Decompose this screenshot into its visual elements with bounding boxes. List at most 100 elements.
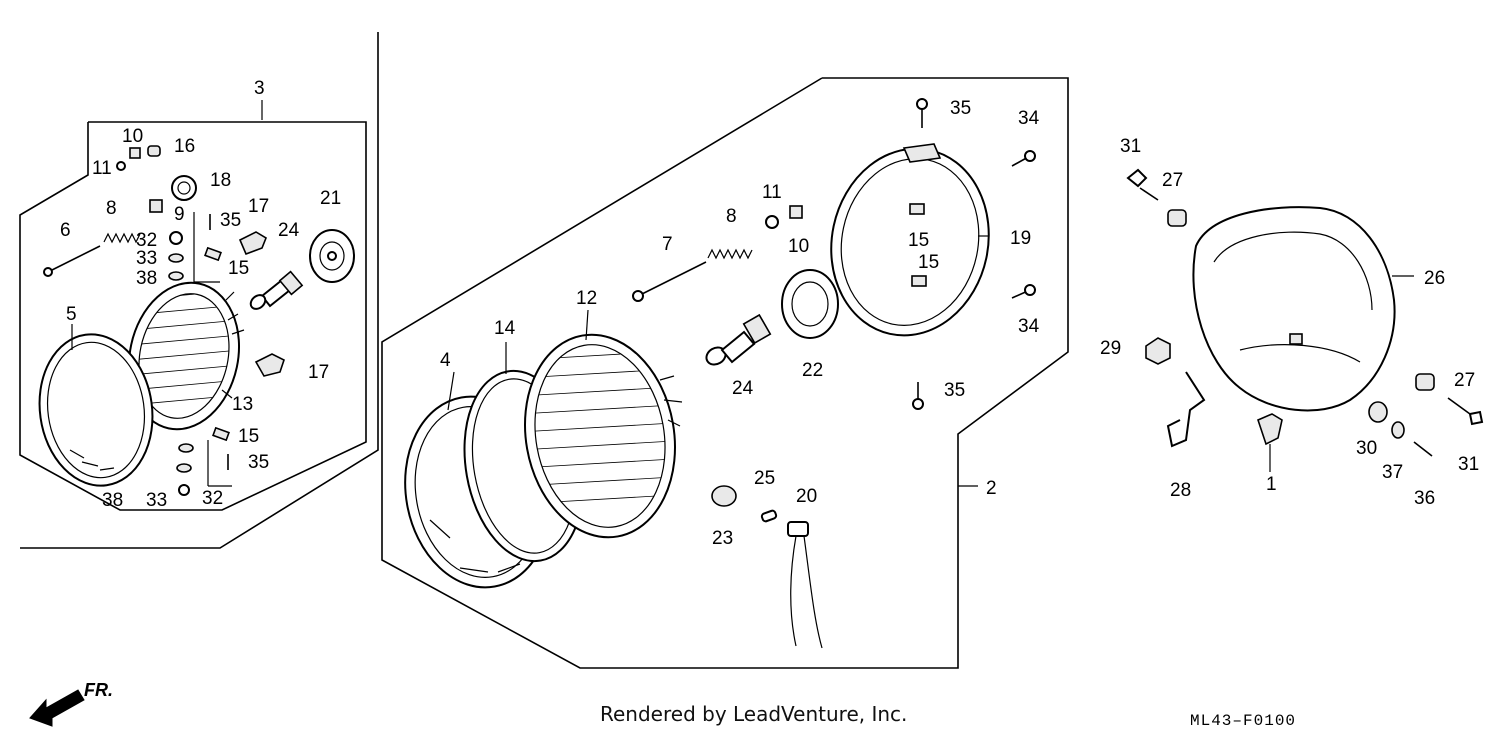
callout-17: 17 bbox=[248, 196, 269, 217]
collar-16 bbox=[147, 145, 161, 157]
callout-15b: 15 bbox=[238, 426, 259, 447]
callout-34: 34 bbox=[1018, 108, 1040, 129]
callout-3: 3 bbox=[254, 78, 265, 99]
screw-36 bbox=[1413, 441, 1433, 457]
washer-11-center bbox=[765, 215, 779, 229]
callout-11b: 11 bbox=[762, 182, 782, 203]
callout-35: 35 bbox=[220, 210, 241, 231]
callout-10: 10 bbox=[122, 126, 143, 147]
right-case-group bbox=[1126, 168, 1484, 457]
callout-16: 16 bbox=[174, 136, 195, 157]
headlight-unit-12 bbox=[520, 333, 683, 539]
callout-24b: 24 bbox=[732, 378, 754, 399]
callout-23: 23 bbox=[712, 528, 733, 549]
nut-9 bbox=[149, 199, 163, 213]
callout-6: 6 bbox=[60, 220, 71, 241]
bracket-17-upper bbox=[238, 231, 267, 256]
screw-32-left bbox=[169, 231, 183, 245]
front-direction-arrow-icon: FR. bbox=[29, 680, 113, 727]
callout-38: 38 bbox=[136, 268, 157, 289]
callout-25: 25 bbox=[754, 468, 775, 489]
callout-8: 8 bbox=[106, 198, 117, 219]
clip-15-left-lower bbox=[212, 426, 230, 442]
spring-8-left bbox=[103, 232, 141, 244]
callout-19: 19 bbox=[1010, 228, 1031, 249]
callout-27: 27 bbox=[1162, 170, 1183, 191]
collar-30 bbox=[1368, 401, 1388, 423]
callout-31: 31 bbox=[1120, 136, 1141, 157]
callout-2: 2 bbox=[986, 478, 997, 499]
callout-27b: 27 bbox=[1454, 370, 1475, 391]
callout-14: 14 bbox=[494, 318, 516, 339]
callout-17b: 17 bbox=[308, 362, 329, 383]
callout-7: 7 bbox=[662, 234, 673, 255]
socket-18 bbox=[171, 175, 197, 201]
bulb-24-center bbox=[705, 313, 772, 366]
callout-35b: 35 bbox=[248, 452, 269, 473]
callout-1: 1 bbox=[1266, 474, 1277, 495]
callout-4: 4 bbox=[440, 350, 451, 371]
clip-1 bbox=[1257, 413, 1283, 446]
rim-left bbox=[38, 333, 154, 487]
washer-38-left-lower bbox=[178, 443, 194, 453]
center-assembly-group bbox=[381, 77, 1069, 669]
callout-13: 13 bbox=[232, 394, 253, 415]
cover-21 bbox=[309, 229, 355, 283]
callout-12: 12 bbox=[576, 288, 597, 309]
washer-33-left-lower bbox=[176, 463, 192, 473]
headlight-case-26 bbox=[1192, 206, 1396, 412]
callout-32: 32 bbox=[136, 230, 157, 251]
render-credit: Rendered by LeadVenture, Inc. bbox=[600, 702, 908, 726]
bolt-31-lower bbox=[1447, 397, 1484, 426]
callout-labels: 3 10 16 11 18 8 9 17 35 2 1 6 32 24 33 15… bbox=[60, 78, 1479, 549]
bulb-25 bbox=[760, 509, 778, 523]
callout-8b: 8 bbox=[726, 206, 737, 227]
callout-35c: 35 bbox=[950, 98, 971, 119]
washer-38-left bbox=[168, 271, 184, 281]
nut-29 bbox=[1145, 337, 1171, 365]
grommet-23 bbox=[711, 485, 737, 507]
left-assembly-group bbox=[19, 32, 379, 549]
callout-15d: 15 bbox=[918, 252, 939, 273]
socket-22 bbox=[781, 269, 839, 339]
callout-32b: 32 bbox=[202, 488, 223, 509]
callout-26: 26 bbox=[1424, 268, 1445, 289]
spring-8-center bbox=[707, 248, 753, 260]
callout-29: 29 bbox=[1100, 338, 1121, 359]
callout-28: 28 bbox=[1170, 480, 1191, 501]
callout-38b: 38 bbox=[102, 490, 123, 511]
callout-31b: 31 bbox=[1458, 454, 1479, 475]
collar-27-lower bbox=[1415, 373, 1435, 391]
clip-15-center-upper bbox=[909, 203, 925, 215]
callout-20: 20 bbox=[796, 486, 817, 507]
callout-35d: 35 bbox=[944, 380, 965, 401]
callout-33b: 33 bbox=[146, 490, 167, 511]
callout-5: 5 bbox=[66, 304, 77, 325]
callout-30: 30 bbox=[1356, 438, 1377, 459]
mounting-frame-19 bbox=[830, 143, 990, 337]
callout-18: 18 bbox=[210, 170, 231, 191]
bracket-28 bbox=[1166, 371, 1206, 448]
callout-36: 36 bbox=[1414, 488, 1435, 509]
adjust-screw-7 bbox=[632, 261, 707, 302]
nut-10-center bbox=[789, 205, 803, 219]
callout-37: 37 bbox=[1382, 462, 1403, 483]
leader-lines bbox=[71, 235, 1414, 472]
bulb-24-left bbox=[249, 270, 304, 310]
bracket-17-lower bbox=[254, 353, 285, 377]
callout-10b: 10 bbox=[788, 236, 809, 257]
diagram-code: ML43–F0100 bbox=[1190, 712, 1297, 730]
washer-33-left bbox=[168, 253, 184, 263]
callout-33: 33 bbox=[136, 248, 157, 269]
clip-15-left bbox=[204, 246, 222, 262]
callout-11: 11 bbox=[92, 158, 112, 179]
callout-15c: 15 bbox=[908, 230, 929, 251]
front-direction-label: FR. bbox=[84, 680, 113, 700]
callout-9: 9 bbox=[174, 204, 185, 225]
clip-15-center-lower bbox=[911, 275, 927, 287]
adjust-screw-6 bbox=[43, 245, 101, 277]
washer-37 bbox=[1391, 421, 1405, 439]
bolt-31-upper bbox=[1126, 168, 1159, 201]
socket-20 bbox=[787, 521, 823, 649]
